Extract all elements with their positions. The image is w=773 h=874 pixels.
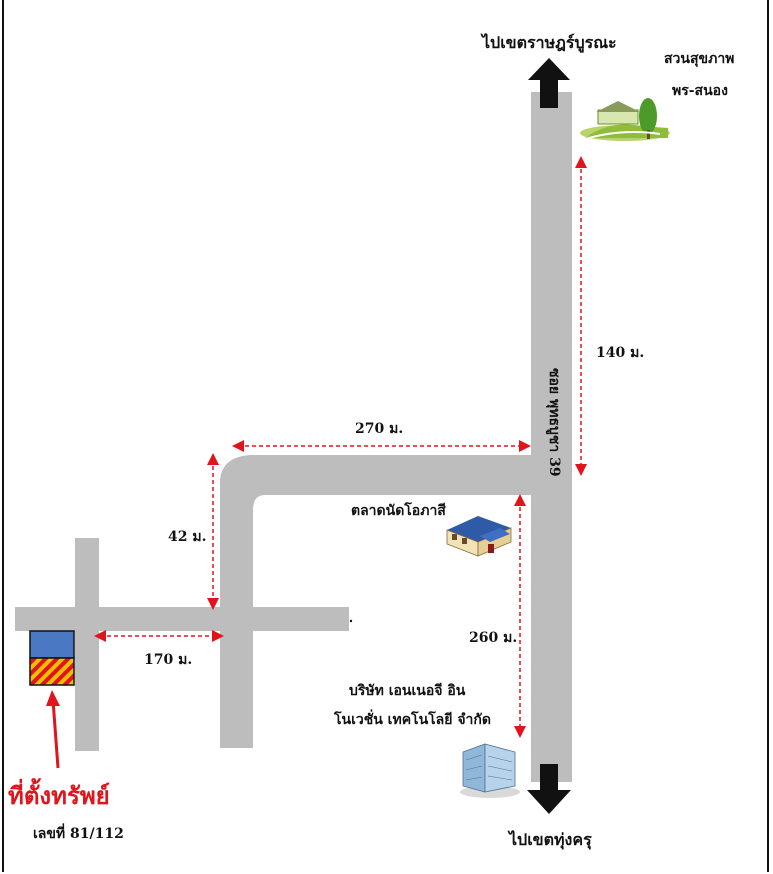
road-end-dot (349, 619, 353, 623)
connector-road-horizontal (252, 455, 532, 495)
property-pointer-arrow (46, 690, 60, 769)
distance-label-270: 270 ม. (355, 421, 404, 437)
distance-label-140: 140 ม. (596, 345, 645, 361)
road-name-label: ซอย พุทธบูชา 39 (546, 368, 562, 477)
company-label-line2: โนเวชั่น เทคโนโลยี จำกัด (334, 712, 491, 728)
distance-label-42: 42 ม. (168, 529, 207, 545)
arrow-up-icon (528, 58, 570, 108)
distance-label-170: 170 ม. (144, 652, 193, 668)
arrow-down-icon (527, 764, 571, 814)
cross-road-horizontal (15, 607, 349, 631)
land-plot-icon (29, 657, 75, 686)
south-destination-label: ไปเขตทุ่งครุ (509, 830, 592, 849)
main-road-soi-phutthabucha-39 (531, 92, 572, 782)
company-label-line1: บริษัท เอนเนอจี อิน (349, 683, 466, 699)
property-location-title: ที่ตั้งทรัพย์ (8, 781, 110, 810)
market-label: ตลาดนัดโอภาสี (351, 503, 446, 519)
distance-label-260: 260 ม. (469, 630, 518, 646)
market-building-icon (446, 516, 512, 557)
north-destination-label: ไปเขตราษฎร์บูรณะ (482, 33, 617, 52)
property-number-label: เลขที่ 81/112 (33, 826, 124, 842)
house-icon (29, 630, 75, 659)
park-label-line2: พร-สนอง (672, 83, 728, 99)
side-road-vertical (75, 538, 99, 751)
park-label-line1: สวนสุขภาพ (664, 51, 735, 67)
park-icon (580, 98, 670, 141)
road-corner-fill (220, 455, 265, 510)
office-building-icon (460, 743, 520, 798)
